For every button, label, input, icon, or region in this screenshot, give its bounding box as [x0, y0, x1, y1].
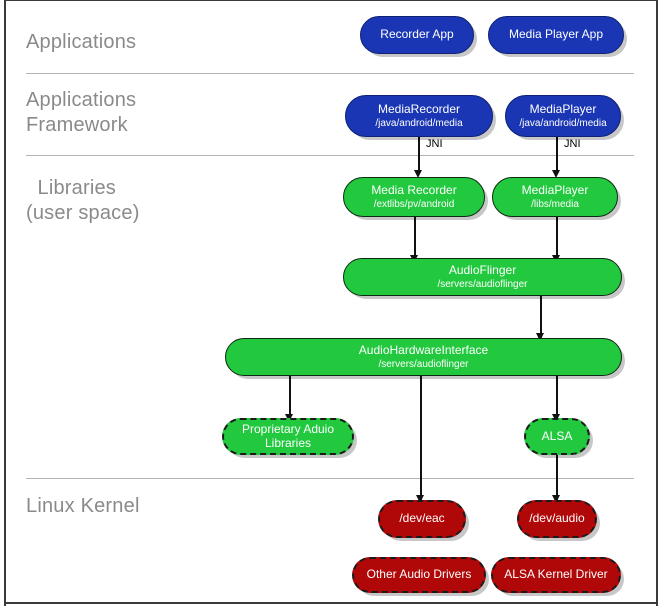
connector-ahi-to-proprietary-libs — [289, 375, 291, 419]
separator-kernel — [26, 478, 634, 479]
frame-bottom-border — [4, 602, 656, 604]
node-other-audio-drivers[interactable]: Other Audio Drivers — [352, 557, 486, 593]
connector-mediaplayer-to-lib — [556, 136, 558, 174]
layer-label-libraries-user-space: Libraries (user space) — [26, 177, 140, 224]
node-title: /dev/eac — [399, 511, 445, 526]
node-title: MediaRecorder — [377, 102, 461, 117]
node-title: Media Player App — [508, 27, 604, 42]
arrowhead-mediarecorder-to-lib — [414, 170, 422, 178]
arrowhead-ahi-to-dev-eac — [416, 495, 424, 503]
node-mediarecorder-framework[interactable]: MediaRecorder /java/android/media — [345, 95, 493, 137]
frame-right-border — [656, 0, 658, 606]
node-alsa[interactable]: ALSA — [524, 418, 590, 455]
node-title: Proprietary Aduio — [241, 422, 335, 437]
node-title: MediaPlayer — [521, 183, 589, 198]
edge-label-jni-right: JNI — [564, 138, 581, 150]
node-dev-eac[interactable]: /dev/eac — [378, 500, 466, 538]
node-title: Other Audio Drivers — [366, 567, 472, 582]
arrowhead-mediaplayer-to-lib — [552, 170, 560, 178]
node-recorder-app[interactable]: Recorder App — [360, 16, 474, 54]
connector-mediaplayerlib-to-audioflinger — [556, 216, 558, 260]
node-title: ALSA Kernel Driver — [504, 567, 608, 582]
edge-label-jni-left: JNI — [426, 138, 443, 150]
layer-label-applications: Applications — [26, 31, 137, 53]
node-title: Media Recorder — [371, 183, 457, 198]
connector-audioflinger-to-ahi — [540, 296, 542, 339]
connector-mediarecorder-to-lib — [418, 136, 420, 174]
node-title: AudioFlinger — [448, 263, 517, 278]
node-title: /dev/audio — [529, 511, 585, 526]
node-audioflinger[interactable]: AudioFlinger /servers/audioflinger — [343, 258, 622, 296]
node-title: AudioHardwareInterface — [358, 343, 489, 358]
connector-mediarecorderlib-to-audioflinger — [414, 216, 416, 260]
node-subtitle: /servers/audioflinger — [378, 358, 469, 370]
layer-label-linux-kernel: Linux Kernel — [26, 495, 140, 517]
node-audiohardwareinterface[interactable]: AudioHardwareInterface /servers/audiofli… — [225, 338, 622, 376]
node-subtitle: /libs/media — [531, 198, 579, 210]
node-title: ALSA — [541, 428, 573, 443]
connector-ahi-to-dev-eac — [420, 375, 422, 501]
connector-ahi-to-alsa — [556, 375, 558, 419]
arrowhead-alsa-to-dev-audio — [552, 495, 560, 503]
frame-left-border — [4, 0, 6, 606]
node-mediaplayer-library[interactable]: MediaPlayer /libs/media — [492, 177, 618, 217]
node-mediaplayer-framework[interactable]: MediaPlayer /java/android/media — [505, 95, 621, 137]
separator-framework — [26, 155, 634, 156]
node-dev-audio[interactable]: /dev/audio — [517, 500, 597, 538]
node-proprietary-audio-libraries[interactable]: Proprietary Aduio Libraries — [222, 418, 354, 455]
arrowhead-audioflinger-to-ahi — [536, 333, 544, 341]
node-alsa-kernel-driver[interactable]: ALSA Kernel Driver — [491, 557, 621, 593]
node-media-recorder-library[interactable]: Media Recorder /extlibs/pv/android — [343, 177, 485, 217]
node-subtitle: /java/android/media — [519, 117, 607, 129]
connector-alsa-to-dev-audio — [556, 453, 558, 501]
frame-top-border — [4, 0, 656, 1]
node-media-player-app[interactable]: Media Player App — [488, 16, 624, 54]
separator-applications — [26, 73, 634, 74]
node-title: MediaPlayer — [529, 102, 597, 117]
node-title: Recorder App — [380, 27, 454, 42]
node-title-line2: Libraries — [264, 435, 312, 450]
node-subtitle: /java/android/media — [375, 117, 463, 129]
layer-label-applications-framework: Applications Framework — [26, 89, 137, 136]
node-subtitle: /extlibs/pv/android — [373, 198, 455, 210]
node-subtitle: /servers/audioflinger — [437, 278, 528, 290]
